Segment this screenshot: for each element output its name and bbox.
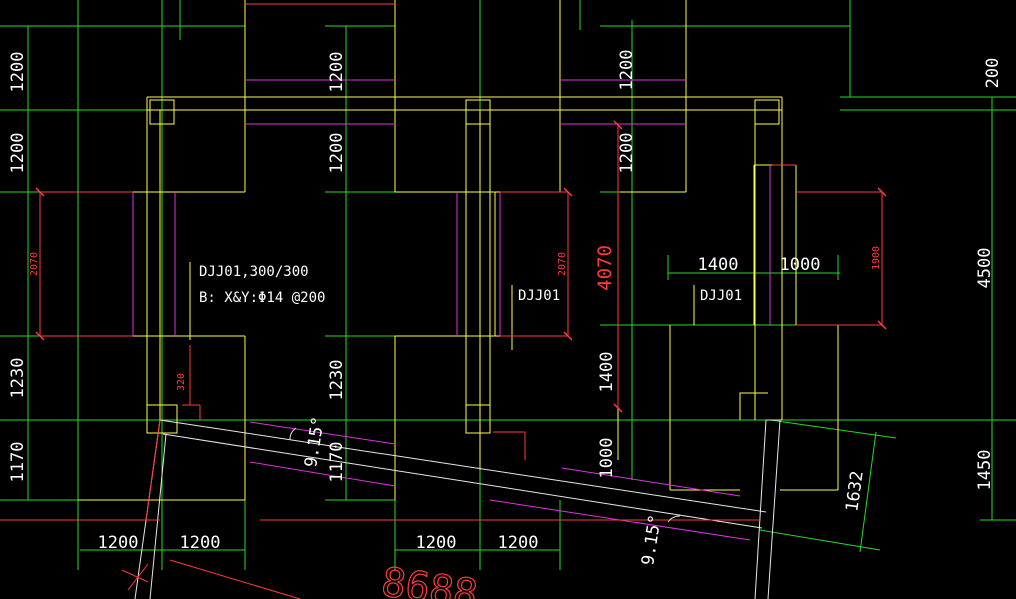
dim-1000-horizontal: 1000 — [780, 255, 821, 275]
angle-arc-right — [667, 515, 681, 523]
dimension-lines — [0, 3, 883, 599]
dim-1230-left: 1230 — [8, 358, 28, 399]
dim-4070-red: 4070 — [594, 245, 616, 291]
angle-arc-left — [289, 427, 297, 441]
footing-label-right: DJJ01 — [700, 288, 742, 304]
dim-1200-right-upper: 1200 — [617, 133, 637, 174]
footing-rebar-spec: B: X&Y:Φ14 @200 — [199, 290, 325, 306]
dim-1000-right: 1000 — [597, 438, 617, 479]
dim-1230-mid: 1230 — [327, 360, 347, 401]
dim-1400-right: 1400 — [597, 352, 617, 393]
dim-320-red: 320 — [176, 373, 187, 391]
footing-label-main: DJJ01,300/300 — [199, 264, 309, 280]
dim-1170-left: 1170 — [8, 442, 28, 483]
dim-2070-mid-red: 2070 — [557, 252, 568, 276]
dim-4500-far-right: 4500 — [975, 248, 995, 289]
dim-1200-left-top: 1200 — [8, 52, 28, 93]
dim-1200-mid-top: 1200 — [327, 52, 347, 93]
dim-200-far-right: 200 — [983, 58, 1003, 89]
dim-1200-mid-upper: 1200 — [327, 133, 347, 174]
dim-1200-bottom-d: 1200 — [498, 533, 539, 553]
dim-1900-red: 1900 — [871, 246, 882, 270]
dim-1450-far-right: 1450 — [975, 450, 995, 491]
dim-1200-right-top: 1200 — [617, 50, 637, 91]
dim-1170-mid: 1170 — [327, 442, 347, 483]
dim-1200-bottom-b: 1200 — [180, 533, 221, 553]
dim-1200-left-upper: 1200 — [8, 133, 28, 174]
dim-1400-horizontal: 1400 — [698, 255, 739, 275]
dim-1200-bottom-c: 1200 — [416, 533, 457, 553]
dimension-ticks — [35, 120, 887, 413]
footing-label-mid: DJJ01 — [518, 288, 560, 304]
dim-1200-bottom-a: 1200 — [98, 533, 139, 553]
dim-2070-left-red: 2070 — [29, 252, 40, 276]
